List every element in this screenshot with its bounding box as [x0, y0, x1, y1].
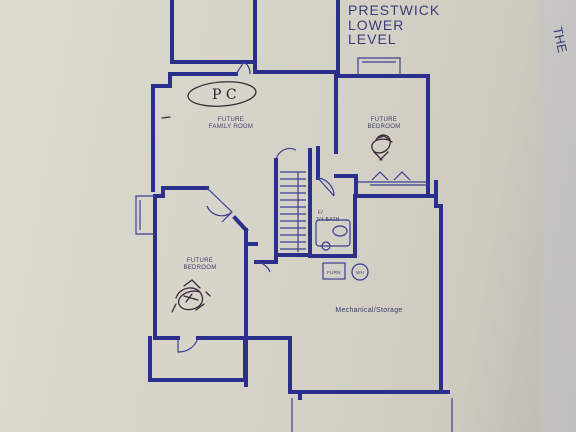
handwritten-markings: P C	[161, 81, 393, 313]
furnace-box	[322, 262, 346, 280]
bath-label-2: 3/4 BATH	[316, 217, 340, 223]
mechanical-storage-label: Mechanical/Storage	[335, 307, 402, 314]
edge-text: THE	[550, 26, 570, 55]
handwritten-note: P C	[212, 87, 237, 103]
bedroom-right-label-1: FUTURE	[371, 117, 397, 123]
bedroom-right-label-2: BEDROOM	[367, 124, 400, 130]
family-room-label-2: FAMILY ROOM	[209, 124, 253, 130]
title-line-3: LEVEL	[348, 31, 397, 47]
bedroom-left-label-2: BEDROOM	[183, 265, 216, 271]
water-heater-circle	[351, 263, 369, 281]
water-heater-label: WH	[356, 270, 364, 275]
bath-label-1: F/	[318, 210, 323, 216]
bedroom-left-label-1: FUTURE	[187, 258, 213, 264]
plan-title: PRESTWICK LOWER LEVEL	[348, 2, 440, 47]
title-line-1: PRESTWICK	[348, 2, 440, 18]
pc-circle	[187, 81, 257, 107]
paper-shadow	[540, 0, 576, 432]
walls	[148, 0, 450, 400]
furnace-label: FURN	[327, 270, 341, 275]
detail-lines	[135, 57, 453, 432]
ink-scribble-right	[371, 134, 393, 161]
room-labels: FUTURE FAMILY ROOM FUTURE BEDROOM FUTURE…	[183, 117, 402, 314]
family-room-label-1: FUTURE	[218, 117, 244, 123]
title-line-2: LOWER	[348, 17, 404, 33]
ink-scribble-left	[171, 279, 211, 313]
stair-treads	[280, 171, 306, 252]
